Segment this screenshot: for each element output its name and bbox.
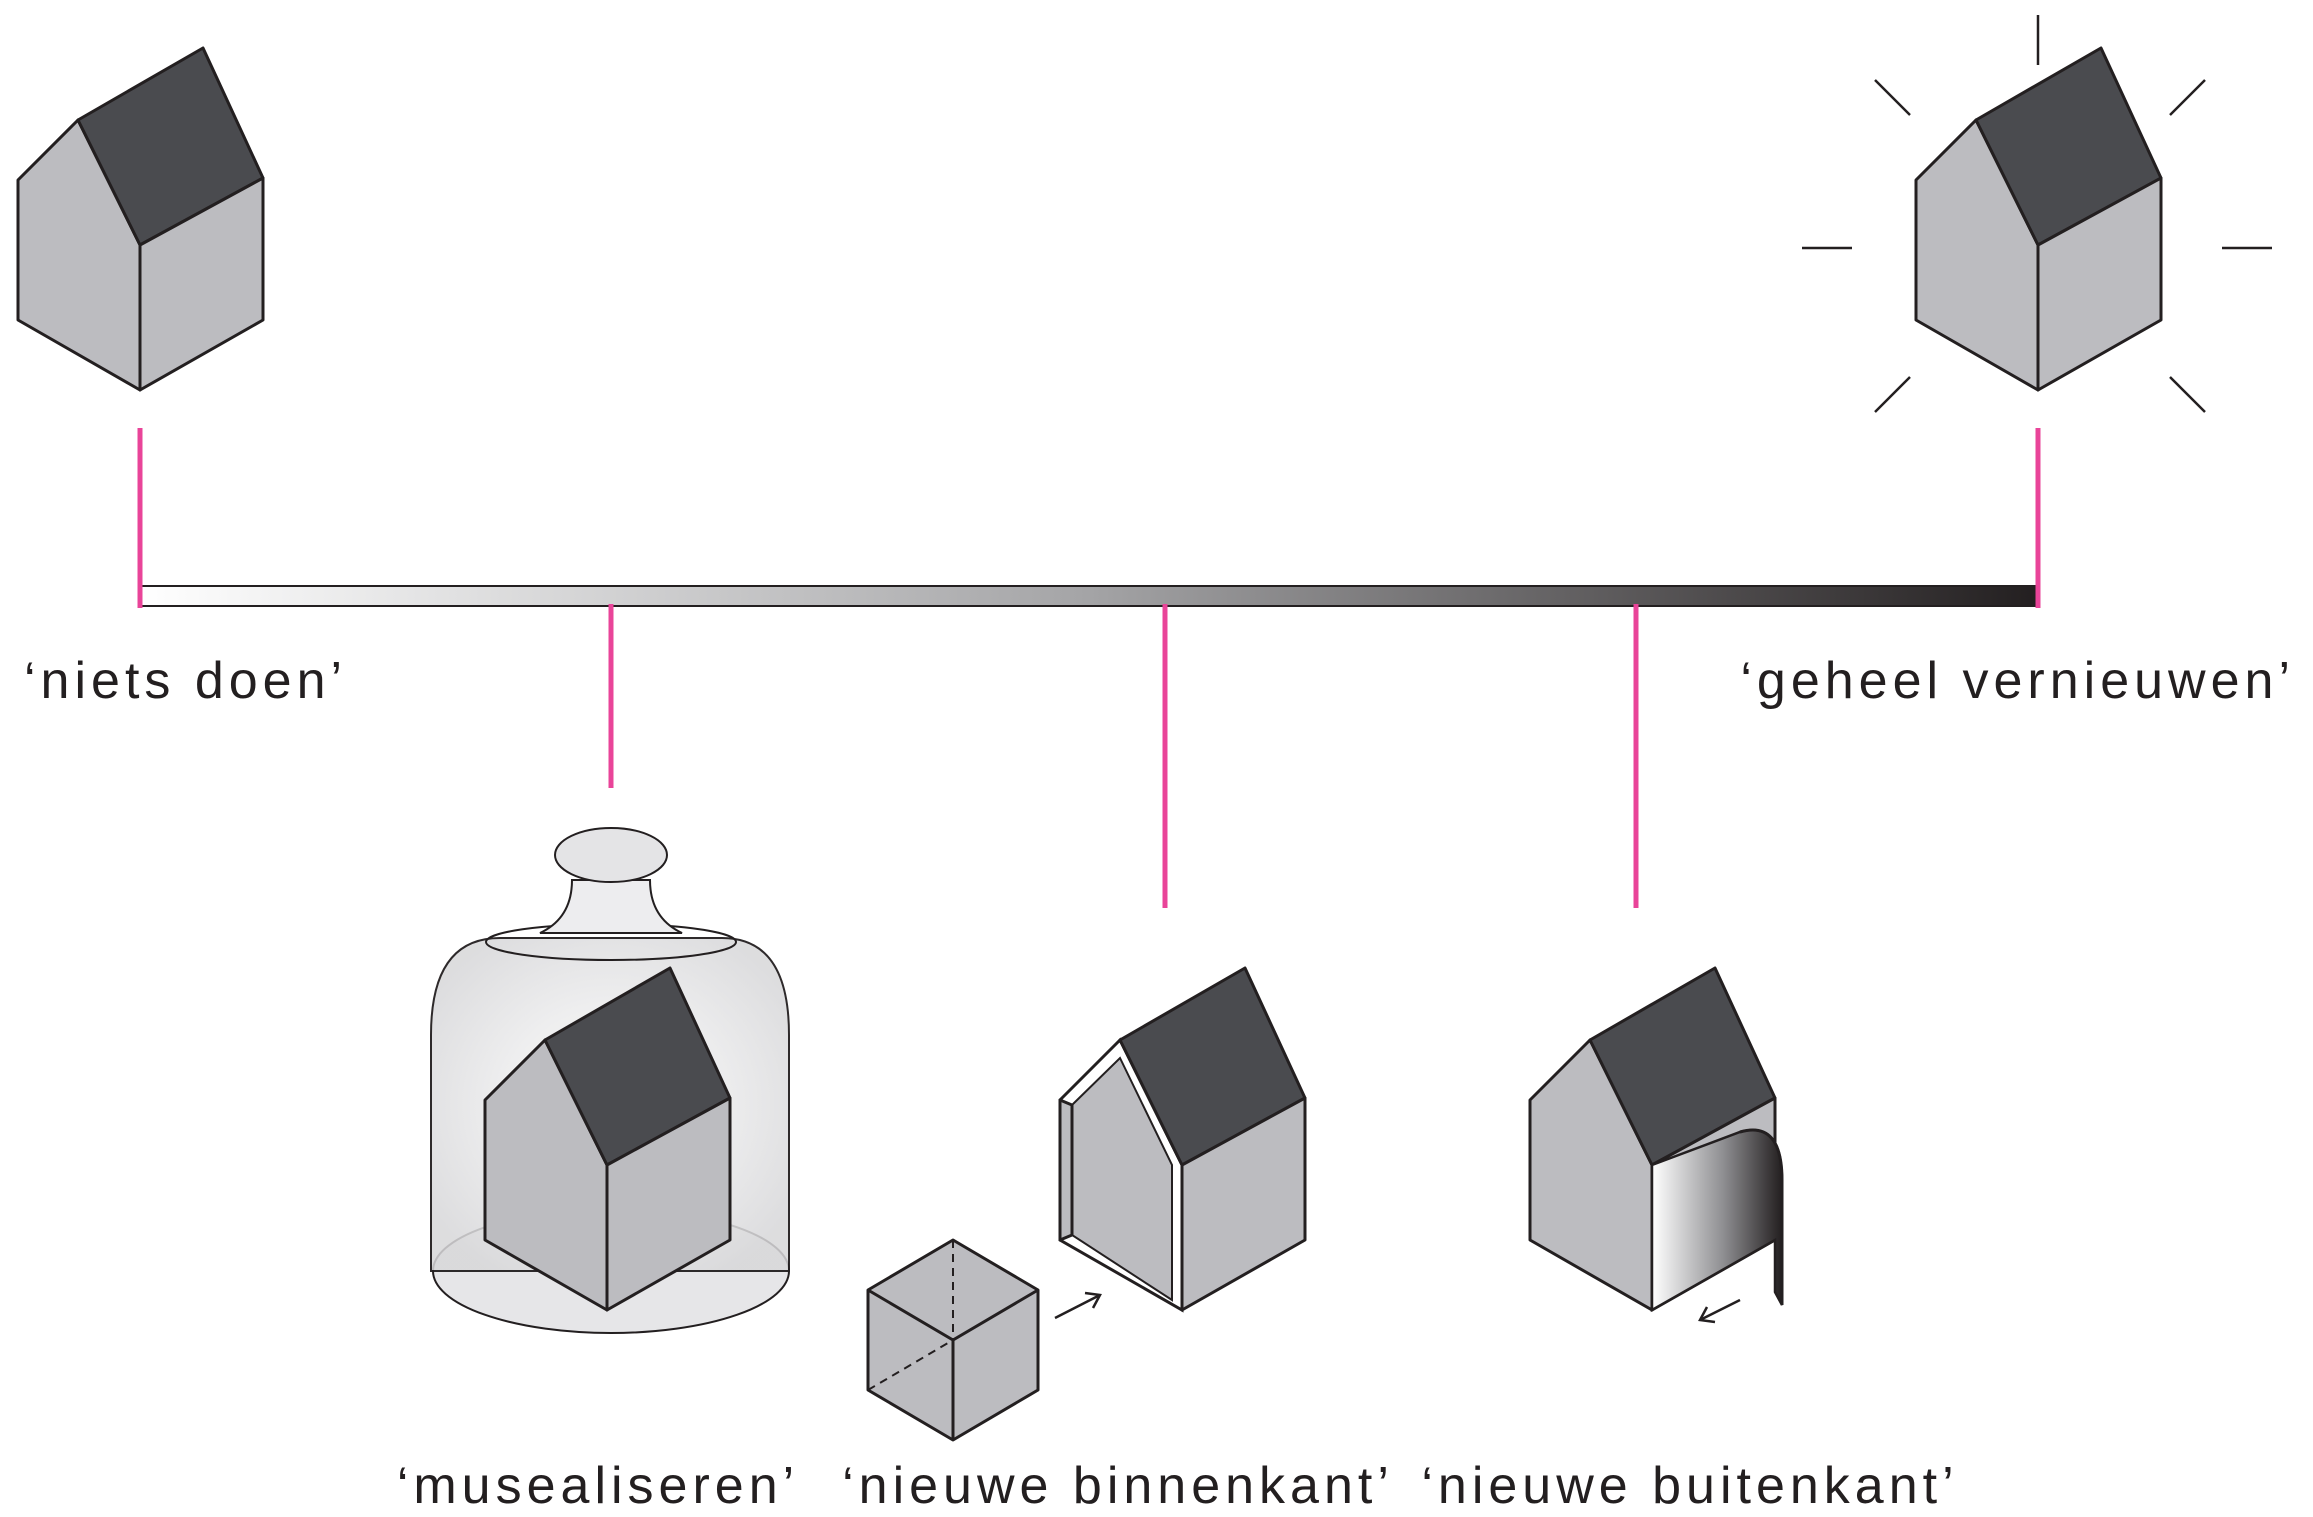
cube-icon (866, 1238, 1040, 1442)
label-musealiseren: ‘musealiseren’ (397, 1457, 799, 1515)
scale-bar (139, 585, 2039, 607)
glowing-house-icon (1802, 15, 2272, 413)
label-niets-doen: ‘niets doen’ (24, 652, 347, 710)
bell-jar-house-icon (430, 827, 790, 1334)
arrow-right-icon (1054, 1291, 1102, 1320)
label-geheel-vernieuwen: ‘geheel vernieuwen’ (1740, 652, 2295, 710)
wrapped-house-icon (1528, 966, 1784, 1313)
house-icon (16, 46, 265, 392)
arrow-left-icon (1698, 1298, 1741, 1324)
label-nieuwe-binnenkant: ‘nieuwe binnenkant’ (842, 1457, 1394, 1515)
label-nieuwe-buitenkant: ‘nieuwe buitenkant’ (1421, 1457, 1958, 1515)
pink-connectors (137, 428, 2041, 908)
glow-rays (1802, 15, 2272, 413)
open-house-icon (1058, 966, 1307, 1313)
